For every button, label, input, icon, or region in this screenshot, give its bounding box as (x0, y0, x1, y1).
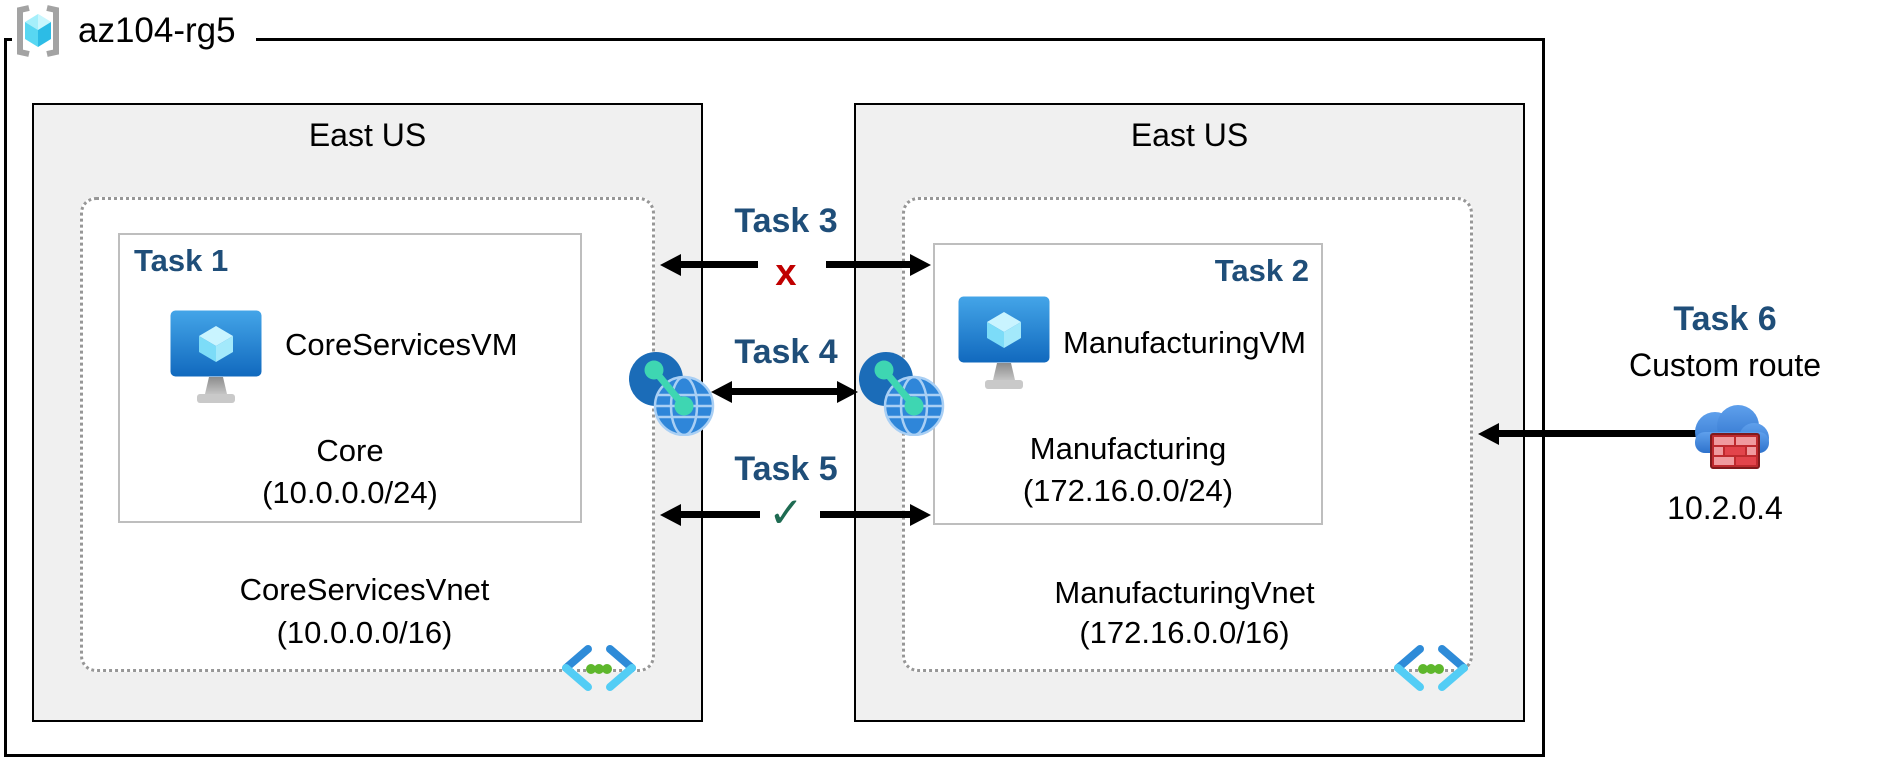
task-6-arrowhead (1478, 423, 1499, 445)
task-3-arrow-line (826, 261, 912, 268)
vnet-name-core: CoreServicesVnet (239, 572, 490, 607)
vm-name-manufacturing: ManufacturingVM (1063, 325, 1306, 360)
task-5-arrowhead-right (910, 504, 931, 526)
task-6-arrow-line (1496, 430, 1702, 437)
task-3-arrowhead-right (910, 254, 931, 276)
vnet-cidr-core: (10.0.0.0/16) (276, 615, 453, 650)
vnet-cidr-manufacturing: (172.16.0.0/16) (1079, 615, 1290, 650)
task-5-label: Task 5 (734, 450, 838, 488)
subnet-cidr-core: (10.0.0.0/24) (262, 475, 438, 510)
region-title-right: East US (1130, 117, 1249, 153)
vnet-name-manufacturing: ManufacturingVnet (1054, 575, 1315, 610)
virtual-machine-icon (170, 310, 262, 403)
vm-name-core: CoreServicesVM (285, 327, 518, 362)
firewall-cloud-icon (1695, 405, 1769, 469)
subnet-name-core: Core (316, 433, 384, 468)
resource-group-icon (17, 5, 59, 57)
region-title-left: East US (308, 117, 427, 153)
task-4-arrow-line (729, 388, 839, 395)
task-3-arrowhead-left (660, 254, 681, 276)
core-subnet-box: Task 1 CoreServicesVM Core (10.0.0.0/24) (118, 233, 582, 523)
peering-icon (629, 352, 715, 436)
task-5-arrow-line (820, 511, 912, 518)
custom-route-label: Custom route (1628, 347, 1822, 383)
task-6-label: Task 6 (1673, 300, 1777, 338)
vnet-icon (1394, 645, 1468, 691)
resource-group-name: az104-rg5 (78, 11, 236, 50)
task-1-label: Task 1 (134, 243, 229, 278)
blocked-x-symbol: x (775, 252, 797, 294)
allowed-check-symbol: ✓ (768, 489, 804, 536)
subnet-name-manufacturing: Manufacturing (1029, 431, 1227, 466)
task-4-arrowhead-right (837, 381, 858, 403)
task-5-arrow-line (678, 511, 760, 518)
task-4-label: Task 4 (734, 333, 838, 371)
virtual-machine-icon (958, 296, 1050, 389)
vnet-icon (562, 645, 636, 691)
custom-route-ip: 10.2.0.4 (1667, 490, 1783, 526)
manufacturing-subnet-box: Task 2 ManufacturingVM Manufacturing (17… (933, 243, 1323, 525)
subnet-cidr-manufacturing: (172.16.0.0/24) (1022, 473, 1234, 508)
task-3-arrow-line (678, 261, 758, 268)
peering-icon (859, 352, 945, 436)
task-3-label: Task 3 (734, 202, 838, 240)
task-2-label: Task 2 (1214, 253, 1309, 288)
task-5-arrowhead-left (660, 504, 681, 526)
task-4-arrowhead-left (711, 381, 732, 403)
resource-group-label: az104-rg5 (12, 2, 256, 60)
